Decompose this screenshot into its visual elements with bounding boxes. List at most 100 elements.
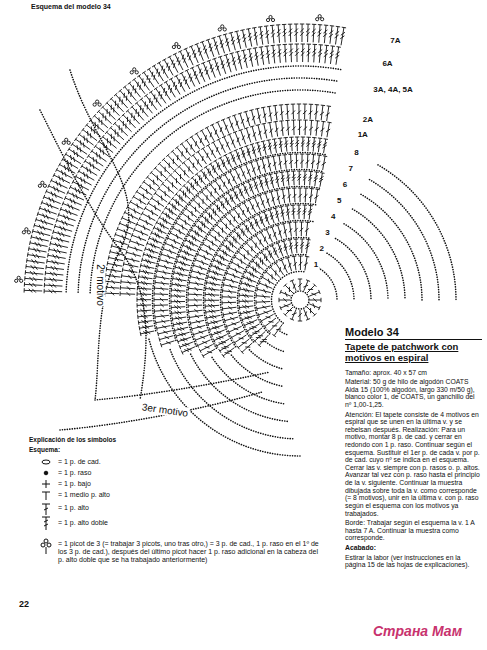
stitch <box>153 244 155 249</box>
stitch <box>288 189 289 203</box>
stitch <box>237 152 239 157</box>
stitch <box>144 81 146 86</box>
stitch <box>164 191 166 196</box>
stitch <box>160 309 164 312</box>
stitch <box>135 190 137 194</box>
stitch <box>174 205 176 210</box>
stitch <box>262 159 266 173</box>
stitch <box>230 317 234 320</box>
stitch <box>235 192 236 197</box>
stitch <box>166 213 167 218</box>
stitch <box>233 131 237 133</box>
stitch <box>210 271 223 275</box>
stitch <box>262 123 266 125</box>
stitch <box>160 303 164 306</box>
stitch <box>281 223 285 225</box>
stitch <box>168 214 169 219</box>
stitch <box>74 150 75 155</box>
stitch <box>156 326 158 330</box>
stitch <box>269 234 271 239</box>
stitch <box>241 311 255 314</box>
stitch <box>260 51 263 55</box>
stitch <box>239 59 242 63</box>
stitch <box>249 110 253 111</box>
stitch <box>154 304 168 306</box>
stitch <box>311 161 315 164</box>
stitch <box>324 54 328 57</box>
stitch <box>257 109 260 124</box>
stitch <box>246 112 250 126</box>
stitch <box>261 47 264 65</box>
stitch <box>166 260 168 264</box>
stitch <box>139 236 141 241</box>
stitch <box>84 179 85 184</box>
stitch <box>263 141 266 155</box>
stitch <box>160 298 164 302</box>
stitch <box>295 222 297 236</box>
stitch <box>73 200 75 205</box>
stitch <box>202 130 210 143</box>
stitch <box>51 192 53 197</box>
stitch <box>130 202 143 210</box>
stitch <box>246 271 258 278</box>
stitch <box>164 206 166 210</box>
stitch <box>63 227 65 231</box>
stitch <box>199 175 200 180</box>
stitch <box>161 196 163 201</box>
stitch <box>172 317 186 319</box>
stitch <box>275 112 278 116</box>
stitch <box>119 221 121 225</box>
stitch <box>149 184 151 189</box>
stitch <box>252 147 254 152</box>
stitch <box>226 245 228 250</box>
stitch <box>322 162 326 165</box>
stitch <box>188 298 189 302</box>
stitch <box>152 233 165 239</box>
stitch <box>213 142 220 155</box>
stitch <box>262 294 265 298</box>
stitch <box>168 201 171 205</box>
stitch <box>227 59 229 63</box>
stitch <box>182 344 187 346</box>
stitch <box>52 260 55 264</box>
stitch <box>45 271 46 275</box>
stitch <box>207 219 208 224</box>
stitch <box>283 189 285 203</box>
stitch <box>200 138 201 143</box>
stitch <box>297 174 301 178</box>
stitch <box>48 184 50 188</box>
stitch <box>149 238 162 243</box>
stitch <box>202 260 204 265</box>
stitch <box>119 97 120 102</box>
stitch <box>230 235 240 245</box>
stitch <box>283 298 287 302</box>
stitch <box>196 74 198 79</box>
stitch <box>223 250 224 255</box>
stitch <box>175 289 178 293</box>
stitch <box>262 211 266 213</box>
stitch <box>223 312 237 315</box>
stitch <box>301 49 305 53</box>
stitch <box>55 261 58 265</box>
stitch <box>258 335 263 336</box>
stitch <box>128 247 142 251</box>
stitch <box>304 263 308 266</box>
stitch <box>111 105 112 110</box>
stitch <box>138 275 140 279</box>
stitch <box>160 229 162 234</box>
stitch <box>225 352 230 354</box>
stitch <box>242 305 246 308</box>
stitch <box>176 178 177 183</box>
stitch <box>223 162 224 167</box>
stitch <box>201 62 205 64</box>
stitch <box>238 187 245 199</box>
stitch <box>229 312 233 315</box>
stitch <box>249 184 251 189</box>
stitch <box>279 298 280 302</box>
stitch <box>229 152 233 154</box>
stitch <box>213 282 216 286</box>
stitch <box>111 99 123 112</box>
stitch <box>187 140 196 152</box>
stitch <box>41 200 43 204</box>
stitch <box>195 282 198 286</box>
